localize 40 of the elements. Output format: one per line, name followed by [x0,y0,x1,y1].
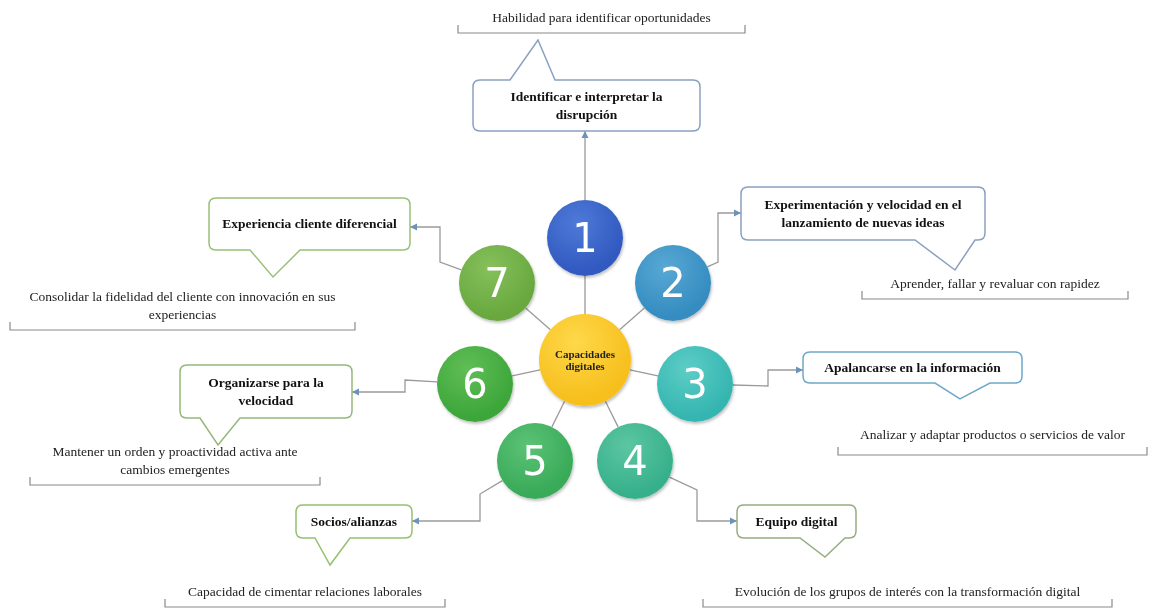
callout-box [180,365,352,445]
connector-line [618,307,646,331]
callout-box [296,505,412,565]
connector-line [551,400,566,428]
number-circle: 5 [497,423,573,499]
number-circle: 3 [657,346,733,422]
number-circle: 2 [635,245,711,321]
connector-line [511,369,541,377]
callout-box [209,198,410,277]
callout-label: Organizarse para la velocidad [207,373,325,410]
number-circle: 6 [437,346,513,422]
callout-box [803,352,1022,399]
callout-box [741,187,985,270]
connector-line [629,369,659,377]
description-text: Aprender, fallar y revaluar con rapidez [889,275,1101,293]
description-text: Mantener un orden y proactividad activa ante cambios emergentes [51,443,299,479]
connector-arrow [706,209,742,268]
number-circle: 4 [597,423,673,499]
callout-label: Identificar e interpretar la disrupción [509,87,664,124]
connector-line [524,307,552,331]
connector-arrow [668,476,738,525]
callout-box [737,505,856,557]
number-circle: 7 [459,245,535,321]
center-circle: Capacidades digitales [539,314,631,406]
description-text: Habilidad para identificar oportunidades [491,9,712,27]
number-circle: 1 [547,200,623,276]
description-text: Capacidad de cimentar relaciones laborales [187,583,423,601]
callout-label: Socios/alianzas [309,512,399,531]
callout-label: Experiencia cliente diferencial [221,215,398,234]
callout-box [473,40,700,131]
description-text: Analizar y adaptar productos o servicios de valor [859,426,1126,444]
description-text: Consolidar la fidelidad del cliente con innovación en sus experiencias [28,288,337,324]
connector-arrow [581,130,589,201]
callout-label: Experimentación y velocidad en el lanzamiento de nuevas ideas [763,195,963,232]
callout-label: Equipo digital [754,512,839,531]
connector-line [584,275,586,315]
callout-label: Apalancarse en la información [823,358,1002,377]
connector-arrow [732,366,804,387]
connector-line [604,400,619,428]
description-text: Evolución de los grupos de interés con la transformación digital [733,583,1082,601]
